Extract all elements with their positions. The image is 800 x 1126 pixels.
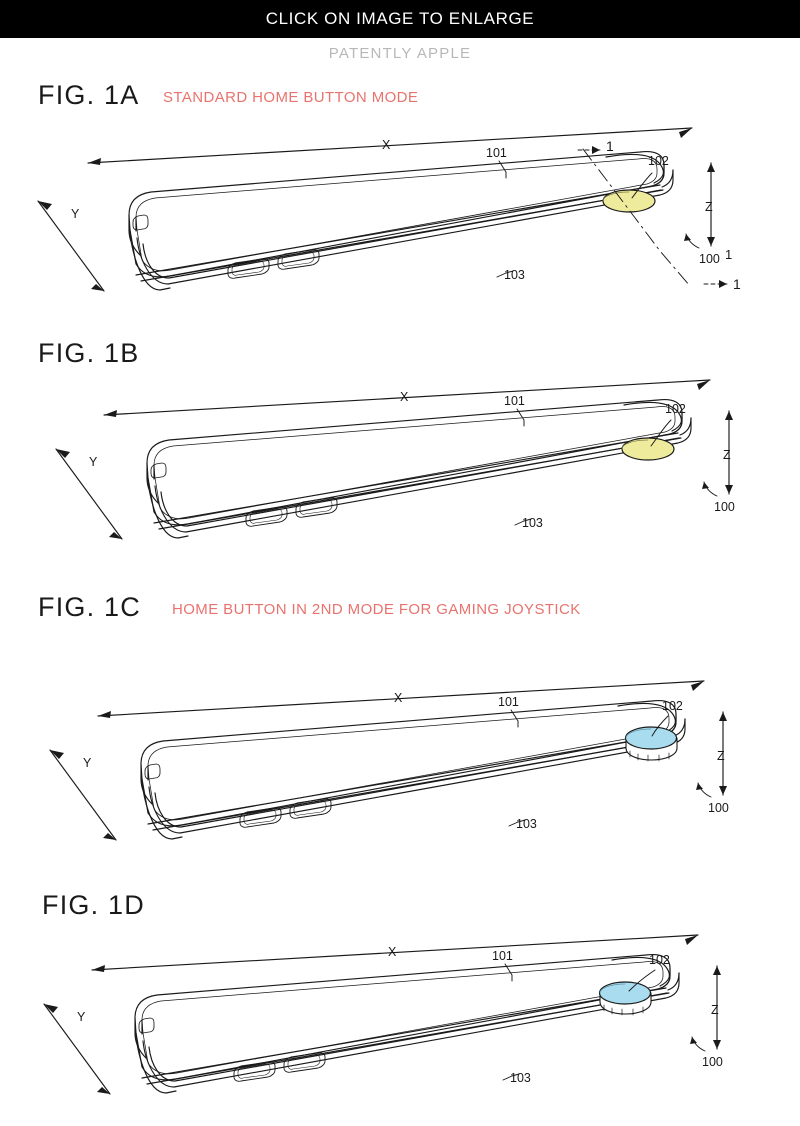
- callout-y-1b: Y: [89, 455, 98, 469]
- callout-x-1c: X: [394, 691, 403, 705]
- figure-label-1c: FIG. 1C: [38, 592, 141, 622]
- section-marker-mid-1a: 1: [725, 247, 732, 262]
- callout-103-1c: 103: [516, 817, 537, 831]
- callout-102-1b: 102: [665, 402, 686, 416]
- figure-drawing-1d: X Y Z 101 102 103 100: [0, 924, 800, 1109]
- callout-z-1d: Z: [711, 1003, 719, 1017]
- callout-z-1b: Z: [723, 448, 731, 462]
- figure-drawing-1a: X Y Z 101 102 103 100 1 1 1: [0, 118, 800, 308]
- figure-subtitle-1a: STANDARD HOME BUTTON MODE: [163, 89, 419, 106]
- figure-label-1b: FIG. 1B: [38, 338, 140, 368]
- callout-z-1a: Z: [705, 200, 713, 214]
- figure-label-1a: FIG. 1A: [38, 80, 140, 110]
- callout-103-1a: 103: [504, 268, 525, 282]
- callout-102-1d: 102: [649, 953, 670, 967]
- section-marker-top-1a: 1: [606, 138, 614, 154]
- callout-100-1b: 100: [714, 500, 735, 514]
- callout-103-1b: 103: [522, 516, 543, 530]
- patently-apple-watermark: PATENTLY APPLE: [328, 45, 472, 62]
- callout-102-1a: 102: [648, 154, 669, 168]
- callout-102-1c: 102: [662, 699, 683, 713]
- figure-subtitle-1c: HOME BUTTON IN 2ND MODE FOR GAMING JOYST…: [172, 601, 581, 618]
- callout-101-1a: 101: [486, 146, 507, 160]
- callout-101-1d: 101: [492, 949, 513, 963]
- callout-y-1a: Y: [71, 207, 80, 221]
- callout-100-1c: 100: [708, 801, 729, 815]
- callout-y-1c: Y: [83, 756, 92, 770]
- callout-z-1c: Z: [717, 749, 725, 763]
- callout-101-1b: 101: [504, 394, 525, 408]
- callout-x-1a: X: [382, 138, 391, 152]
- click-to-enlarge-banner[interactable]: CLICK ON IMAGE TO ENLARGE: [0, 0, 800, 38]
- callout-101-1c: 101: [498, 695, 519, 709]
- callout-100-1a: 100: [699, 252, 720, 266]
- section-marker-bottom-1a: 1: [733, 276, 741, 292]
- figure-drawing-1c: X Y Z 101 102 103 100: [0, 672, 800, 852]
- callout-y-1d: Y: [77, 1010, 86, 1024]
- callout-100-1d: 100: [702, 1055, 723, 1069]
- figure-drawing-1b: X Y Z 101 102 103 100: [0, 372, 800, 552]
- callout-x-1d: X: [388, 945, 397, 959]
- callout-103-1d: 103: [510, 1071, 531, 1085]
- banner-label: CLICK ON IMAGE TO ENLARGE: [265, 9, 535, 28]
- callout-x-1b: X: [400, 390, 409, 404]
- figure-label-1d: FIG. 1D: [42, 890, 145, 920]
